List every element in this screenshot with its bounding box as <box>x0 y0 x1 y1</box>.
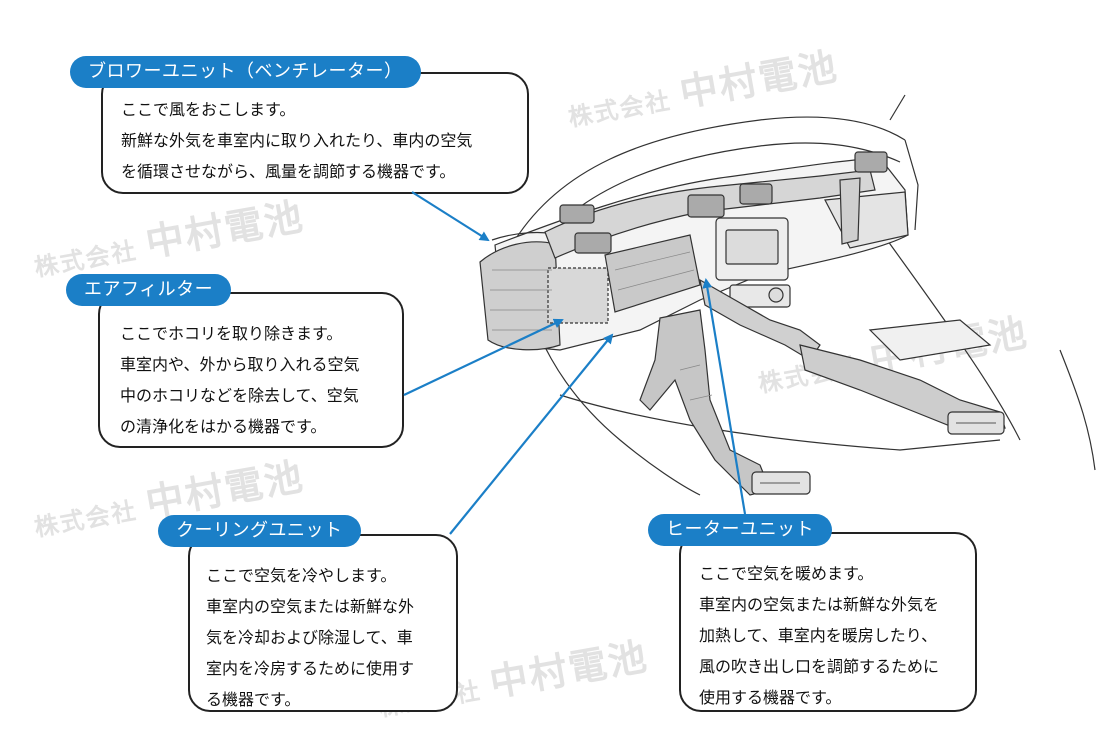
callout-line: 使用する機器です。 <box>699 688 842 707</box>
callout-line: ここで空気を冷やします。 <box>206 566 397 585</box>
callout-line: の清浄化をはかる機器です。 <box>120 417 327 436</box>
callout-line: 風の吹き出し口を調節するために <box>699 657 940 676</box>
callout-body: ここでホコリを取り除きます。 車室内や、外から取り入れる空気 中のホコリなどを除… <box>100 294 402 442</box>
callout-line: 車室内や、外から取り入れる空気 <box>120 355 360 374</box>
callout-line: ここで空気を暖めます。 <box>699 564 874 583</box>
callout-line: 新鮮な外気を車室内に取り入れたり、車内の空気 <box>121 131 473 150</box>
callout-cooling-unit: ここで空気を冷やします。 車室内の空気または新鮮な外 気を冷却および除湿して、車… <box>188 534 458 712</box>
callout-body: ここで空気を暖めます。 車室内の空気または新鮮な外気を 加熱して、車室内を暖房し… <box>681 534 975 713</box>
callout-title-blower-unit: ブロワーユニット（ベンチレーター） <box>70 56 421 88</box>
callout-heater-unit: ここで空気を暖めます。 車室内の空気または新鮮な外気を 加熱して、車室内を暖房し… <box>679 532 977 712</box>
callout-line: 気を冷却および除湿して、車 <box>206 628 413 647</box>
callout-title-cooling-unit: クーリングユニット <box>158 515 361 547</box>
callout-title-air-filter: エアフィルター <box>66 274 232 306</box>
callout-line: る機器です。 <box>206 690 301 709</box>
callout-line: を循環させながら、風量を調節する機器です。 <box>121 162 456 181</box>
callout-line: 加熱して、車室内を暖房したり、 <box>699 626 938 645</box>
callout-line: ここで風をおこします。 <box>121 100 296 119</box>
callout-line: 車室内の空気または新鮮な外気を <box>699 595 940 614</box>
callout-body: ここで空気を冷やします。 車室内の空気または新鮮な外 気を冷却および除湿して、車… <box>190 536 456 715</box>
callout-air-filter: ここでホコリを取り除きます。 車室内や、外から取り入れる空気 中のホコリなどを除… <box>98 292 404 448</box>
callout-line: 室内を冷房するために使用す <box>206 659 415 678</box>
callout-line: 車室内の空気または新鮮な外 <box>206 597 415 616</box>
callout-body: ここで風をおこします。 新鮮な外気を車室内に取り入れたり、車内の空気 を循環させ… <box>103 74 527 187</box>
callout-blower-unit: ここで風をおこします。 新鮮な外気を車室内に取り入れたり、車内の空気 を循環させ… <box>101 72 529 194</box>
callout-title-heater-unit: ヒーターユニット <box>648 514 832 546</box>
callout-line: 中のホコリなどを除去して、空気 <box>120 386 359 405</box>
callout-line: ここでホコリを取り除きます。 <box>120 324 343 343</box>
